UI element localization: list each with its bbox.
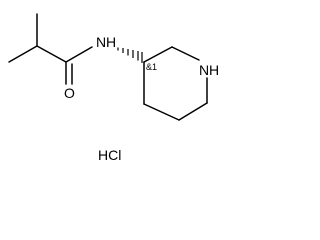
stereo-descriptor: &1 bbox=[146, 62, 157, 72]
ring-hydrogen-label: H bbox=[209, 62, 219, 78]
bond-ring-c2-n1 bbox=[171, 46, 200, 61]
ring-nitrogen-label: N bbox=[199, 62, 209, 78]
amide-hydrogen-label: H bbox=[106, 34, 116, 50]
bond-carbonyl-nh bbox=[65, 46, 93, 63]
bond-isopropyl-carbonyl bbox=[36, 45, 67, 63]
bond-ring-c3-c2 bbox=[143, 46, 173, 63]
bond-ring-c5-c4 bbox=[143, 103, 180, 121]
chemical-structure: N H O N H &1 HCl bbox=[8, 13, 219, 163]
hashed-wedge-bond bbox=[117, 47, 143, 63]
amide-nitrogen-label: N bbox=[96, 34, 106, 50]
bond-ring-c6-c5 bbox=[178, 102, 208, 121]
bond-methyl-1 bbox=[8, 45, 38, 63]
carbonyl-oxygen-label: O bbox=[64, 85, 75, 101]
salt-label: HCl bbox=[98, 147, 121, 163]
